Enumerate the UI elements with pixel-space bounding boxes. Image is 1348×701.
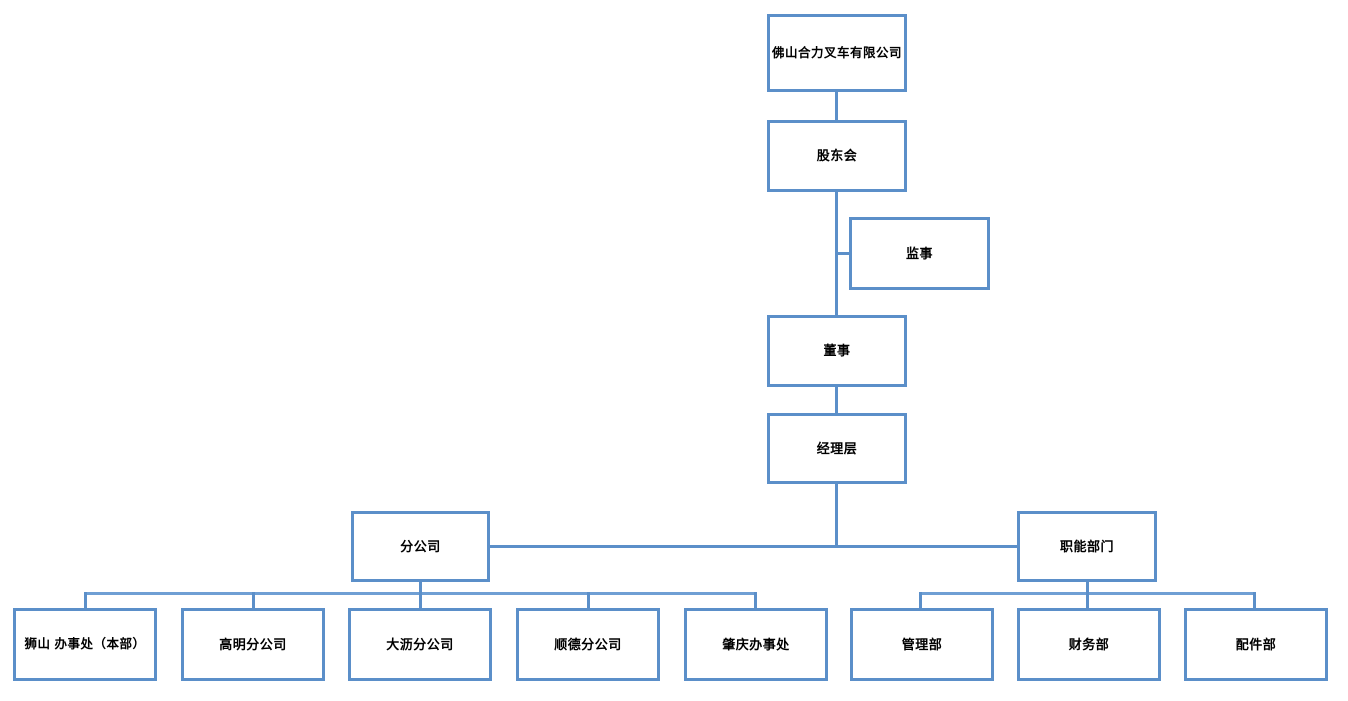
node-shunde[interactable]: 顺德分公司: [516, 608, 660, 681]
node-dali[interactable]: 大沥分公司: [348, 608, 492, 681]
connector-functions-to-bus: [1086, 582, 1089, 594]
node-shunde-label: 顺德分公司: [554, 636, 622, 652]
node-supervisor-label: 监事: [905, 245, 933, 261]
connector-drop-zhaoqing: [754, 592, 757, 610]
connector-drop-gaoming: [252, 592, 255, 610]
node-finance-label: 财务部: [1068, 636, 1110, 652]
connector-drop-dali: [419, 592, 422, 610]
node-supervisor[interactable]: 监事: [849, 217, 990, 290]
connector-drop-shunde: [587, 592, 590, 610]
node-zhaoqing[interactable]: 肇庆办事处: [684, 608, 828, 681]
node-admin[interactable]: 管理部: [850, 608, 994, 681]
node-management[interactable]: 经理层: [767, 413, 907, 484]
connector-director-to-management: [835, 387, 838, 413]
connector-drop-finance: [1086, 592, 1089, 610]
node-functions[interactable]: 职能部门: [1017, 511, 1157, 582]
node-director-label: 董事: [823, 343, 851, 359]
connector-management-to-bus: [835, 484, 838, 546]
node-zhaoqing-label: 肇庆办事处: [722, 636, 790, 652]
node-shishan[interactable]: 狮山 办事处（本部）: [13, 608, 157, 681]
connector-trunk-to-supervisor: [835, 252, 852, 255]
node-gaoming-label: 高明分公司: [219, 636, 287, 652]
connector-drop-parts: [1253, 592, 1256, 610]
node-shishan-label: 狮山 办事处（本部）: [24, 637, 146, 651]
node-parts[interactable]: 配件部: [1184, 608, 1328, 681]
node-admin-label: 管理部: [901, 636, 943, 652]
node-branches[interactable]: 分公司: [351, 511, 490, 582]
node-management-label: 经理层: [816, 440, 858, 456]
node-company-label: 佛山合力叉车有限公司: [771, 45, 902, 60]
node-shareholders[interactable]: 股东会: [767, 120, 907, 192]
node-company[interactable]: 佛山合力叉车有限公司: [767, 14, 907, 92]
node-parts-label: 配件部: [1235, 636, 1277, 652]
node-branches-label: 分公司: [400, 538, 441, 554]
node-functions-label: 职能部门: [1059, 538, 1114, 554]
connector-level5-bus: [490, 545, 1020, 548]
connector-drop-admin: [919, 592, 922, 610]
node-gaoming[interactable]: 高明分公司: [181, 608, 325, 681]
node-finance[interactable]: 财务部: [1017, 608, 1161, 681]
node-shareholders-label: 股东会: [816, 148, 858, 164]
node-dali-label: 大沥分公司: [386, 636, 454, 652]
connector-branches-to-bus: [419, 582, 422, 594]
node-director[interactable]: 董事: [767, 315, 907, 387]
connector-company-to-shareholders: [835, 92, 838, 120]
connector-drop-shishan: [84, 592, 87, 610]
